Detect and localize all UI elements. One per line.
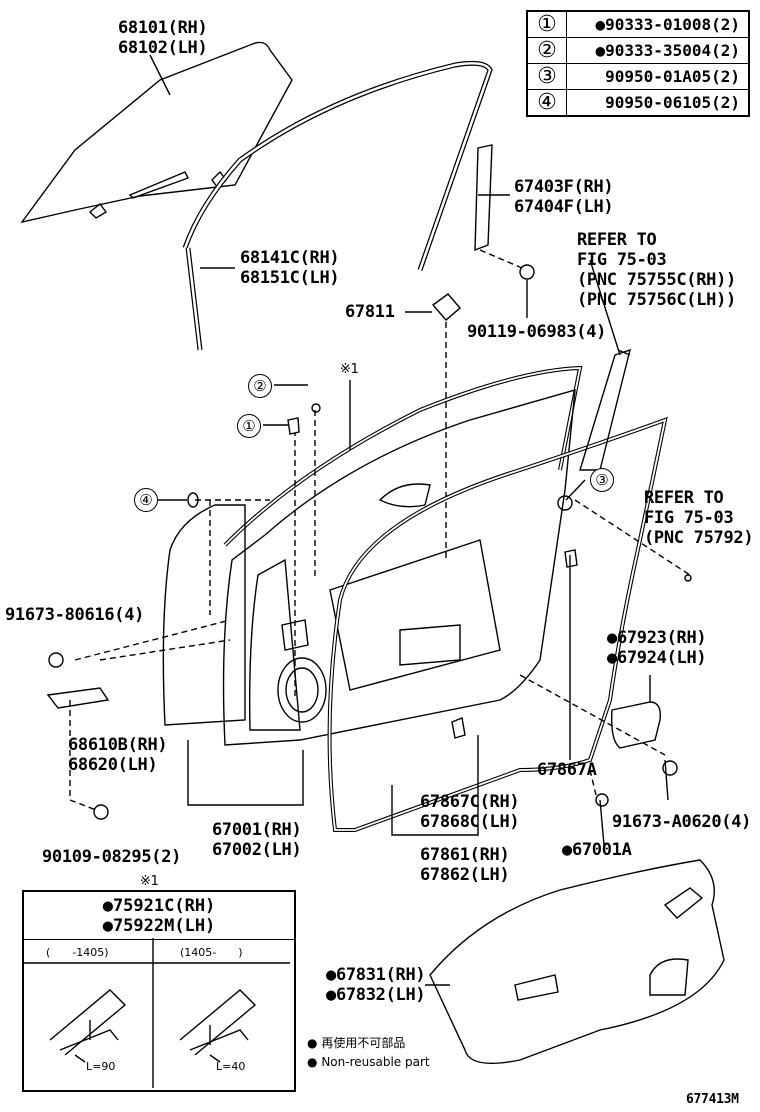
clip-67811 [431, 293, 461, 321]
fastener-part: 90950-06105(2) [566, 89, 750, 117]
glass-run-channel [182, 60, 493, 271]
callout-1: ① [237, 414, 261, 438]
label-check-seal: 67923(RH)67924(LH) [607, 628, 707, 668]
fastener-part-number: 90333-35004(2) [605, 41, 740, 60]
label-screw-91673A: 91673-A0620(4) [612, 812, 752, 832]
callout-2: ② [248, 374, 272, 398]
inset-range-left: ( -1405) [46, 946, 109, 959]
door-outer-panel [162, 504, 246, 726]
label-67811: 67811 [345, 302, 395, 322]
label-67001A: 67001A [562, 840, 632, 860]
label-screw-91673: 91673-80616(4) [5, 605, 145, 625]
inset-star: ※1 [140, 874, 159, 889]
door-glass [20, 41, 293, 224]
service-hole-cover [429, 859, 725, 1065]
nonreusable-icon: ● [595, 41, 606, 60]
callout-3: ③ [590, 468, 614, 492]
label-door-panel: 67001(RH)67002(LH) [212, 820, 302, 860]
fastener-number: ② [526, 37, 567, 64]
legend-en-text: Non-reusable part [321, 1055, 430, 1069]
fastener-part: ●90333-01008(2) [566, 10, 750, 38]
rear-moulding [579, 348, 631, 471]
door-inner-panel [222, 389, 576, 746]
fastener-row: ④ 90950-06105(2) [526, 89, 750, 117]
fastener-table: ① ●90333-01008(2) ② ●90333-35004(2) ③ 90… [526, 10, 750, 117]
weather-bracket [391, 735, 479, 836]
fastener-row: ③ 90950-01A05(2) [526, 63, 750, 90]
inset-length-left: L=90 [86, 1060, 116, 1073]
door-frame-upper [223, 365, 583, 547]
fastener-row: ② ●90333-35004(2) [526, 37, 750, 64]
label-rear-frame: 67403F(RH)67404F(LH) [514, 177, 614, 217]
door-weatherstrip [327, 416, 668, 832]
inset-part-rh: 75921C(RH) [24, 896, 294, 916]
fastener-number: ① [526, 10, 567, 38]
fastener-part: 90950-01A05(2) [566, 63, 750, 90]
check-seal [610, 701, 661, 749]
legend-jp-text: 再使用不可部品 [321, 1036, 406, 1050]
label-hinge: 68610B(RH)68620(LH) [68, 735, 168, 775]
fastener-number: ③ [526, 63, 567, 90]
inset-header: 75921C(RH) 75922M(LH) [24, 892, 294, 940]
label-clip-67867C: 67867C(RH)67868C(LH) [420, 792, 520, 832]
speaker-hole [277, 657, 327, 723]
label-bolt-90119: 90119-06983(4) [467, 322, 607, 342]
label-service-hole-cover: 67831(RH)67832(LH) [326, 965, 426, 1005]
figure-id: 677413M [686, 1092, 739, 1107]
nonreusable-icon: ● [307, 1036, 318, 1050]
label-bolt-90109: 90109-08295(2) [42, 847, 182, 867]
legend-en: ● Non-reusable part [307, 1055, 430, 1069]
label-door-glass: 68101(RH)68102(LH) [118, 18, 208, 58]
callout-4: ④ [134, 488, 158, 512]
panel-bracket [187, 740, 304, 806]
label-star-top: ※1 [340, 362, 359, 377]
nonreusable-icon: ● [307, 1055, 318, 1069]
label-weatherstrip: 67861(RH)67862(LH) [420, 845, 510, 885]
fastener-part-number: 90333-01008(2) [605, 15, 740, 34]
fastener-row: ① ●90333-01008(2) [526, 10, 750, 38]
label-glass-run-channel: 68141C(RH)68151C(LH) [240, 248, 340, 288]
moulding-inset: 75921C(RH) 75922M(LH) ( -1405) (1405- ) … [22, 890, 296, 1092]
label-67867A: 67867A [537, 760, 597, 780]
inset-part-lh: 75922M(LH) [24, 916, 294, 936]
rear-frame [474, 144, 493, 252]
fastener-part: ●90333-35004(2) [566, 37, 750, 64]
nonreusable-icon: ● [595, 15, 606, 34]
inset-length-right: L=40 [216, 1060, 246, 1073]
fastener-number: ④ [526, 89, 567, 117]
legend-jp: ● 再使用不可部品 [307, 1034, 405, 1051]
inset-range-right: (1405- ) [180, 946, 243, 959]
